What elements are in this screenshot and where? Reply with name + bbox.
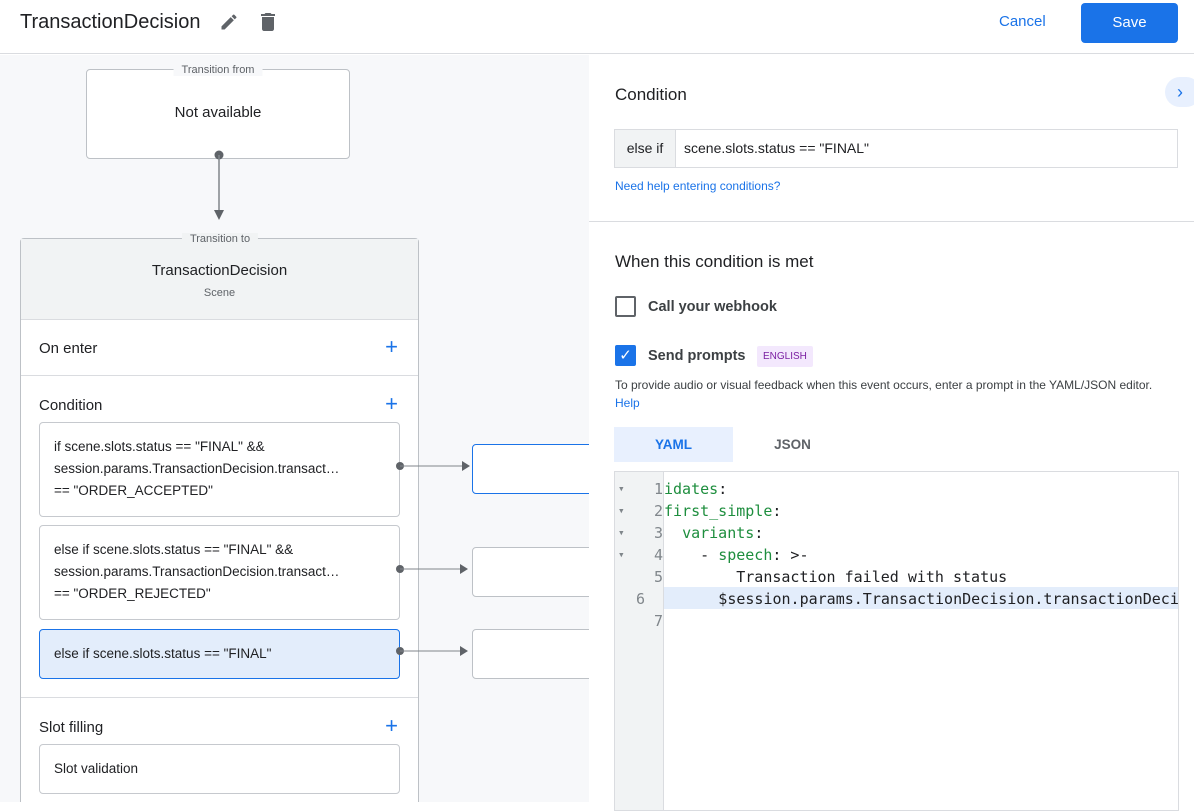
add-on-enter-icon[interactable]: +	[385, 334, 398, 359]
top-bar: TransactionDecision Cancel Save	[0, 0, 1194, 54]
code-punct: :	[754, 524, 764, 542]
active-line-highlight	[664, 587, 1178, 609]
scene-header: Transition to TransactionDecision Scene	[21, 233, 418, 320]
line-number: 1	[653, 480, 663, 498]
language-badge: ENGLISH	[757, 346, 813, 367]
condition-line: session.params.TransactionDecision.trans…	[54, 564, 340, 579]
condition-connectors	[396, 461, 470, 656]
slot-validation-label: Slot validation	[54, 761, 139, 776]
collapse-panel-icon[interactable]: ›	[1165, 77, 1194, 107]
code-line: 5 Transaction failed with status	[615, 566, 1178, 588]
cancel-button[interactable]: Cancel	[999, 13, 1046, 30]
condition-title: Condition	[615, 85, 687, 104]
condition-line: session.params.TransactionDecision.trans…	[54, 461, 340, 476]
prompt-help-text: To provide audio or visual feedback when…	[615, 378, 1153, 392]
transition-arrow	[214, 150, 224, 220]
transition-from-value: Not available	[174, 104, 262, 121]
slot-validation-item[interactable]: Slot validation	[39, 744, 400, 794]
code-line: ▾ 4 - speech: >-	[615, 544, 1178, 566]
code-key: variants	[682, 524, 755, 542]
condition-item-selected[interactable]: else if scene.slots.status == "FINAL"	[39, 629, 400, 679]
scene-name: TransactionDecision	[151, 262, 288, 279]
delete-icon[interactable]	[256, 10, 280, 34]
help-link[interactable]: Help	[615, 396, 640, 410]
on-enter-label: On enter	[39, 340, 98, 357]
code-text: $session.params.TransactionDecision.tran…	[646, 590, 1179, 608]
flow-canvas: Transition from Not available Transition…	[0, 55, 589, 802]
code-indent	[664, 524, 682, 542]
fold-icon[interactable]: ▾	[618, 526, 625, 539]
code-line: ▾ 3 variants:	[615, 522, 1178, 544]
condition-item[interactable]: if scene.slots.status == "FINAL" && sess…	[39, 422, 400, 517]
code-punct: :	[772, 502, 782, 520]
divider	[21, 375, 418, 376]
code-line: 6 $session.params.TransactionDecision.tr…	[615, 588, 1179, 610]
save-button[interactable]: Save	[1081, 3, 1178, 43]
tab-json[interactable]: JSON	[774, 437, 811, 452]
code-indent: -	[664, 546, 719, 564]
code-key: idates	[664, 480, 719, 498]
condition-label: Condition	[39, 397, 103, 414]
help-conditions-link[interactable]: Need help entering conditions?	[615, 179, 781, 193]
condition-input[interactable]: else if scene.slots.status == "FINAL"	[614, 129, 1178, 168]
prompts-checkbox[interactable]: ✓	[615, 345, 636, 366]
condition-line: if scene.slots.status == "FINAL" &&	[54, 439, 265, 454]
add-condition-icon[interactable]: +	[385, 391, 398, 416]
condition-panel: › Condition else if scene.slots.status =…	[589, 55, 1194, 811]
fold-icon[interactable]	[615, 566, 629, 588]
condition-line: == "ORDER_REJECTED"	[54, 586, 211, 601]
condition-item[interactable]: else if scene.slots.status == "FINAL" &&…	[39, 525, 400, 620]
webhook-label: Call your webhook	[648, 299, 777, 315]
fold-icon[interactable]: ▾	[618, 548, 625, 561]
code-text: Transaction failed with status	[664, 568, 1008, 586]
tab-yaml[interactable]: YAML	[614, 427, 733, 462]
editor-gutter	[615, 472, 664, 810]
condition-target-box[interactable]	[472, 629, 589, 679]
condition-prefix: else if	[615, 130, 676, 167]
prompts-label: Send prompts	[648, 348, 746, 364]
edit-icon[interactable]	[219, 12, 239, 32]
line-number: 6	[636, 590, 646, 608]
line-number: 3	[653, 524, 663, 542]
fold-icon[interactable]	[615, 610, 629, 632]
line-number: 2	[653, 502, 663, 520]
slot-filling-label: Slot filling	[39, 719, 104, 736]
divider	[21, 697, 418, 698]
code-key: first_simple	[664, 502, 773, 520]
code-key: speech	[718, 546, 773, 564]
webhook-checkbox[interactable]	[615, 296, 636, 317]
condition-target-box[interactable]	[472, 444, 589, 494]
met-title: When this condition is met	[615, 252, 814, 271]
condition-line: else if scene.slots.status == "FINAL" &&	[54, 542, 294, 557]
scene-type: Scene	[203, 287, 236, 299]
fold-icon[interactable]	[615, 588, 625, 610]
code-punct: : >-	[772, 546, 809, 564]
scene-box: Transition to TransactionDecision Scene …	[20, 233, 419, 802]
divider	[589, 221, 1194, 222]
page-title: TransactionDecision	[20, 11, 201, 33]
transition-from-box: Transition from Not available	[86, 64, 350, 159]
line-number: 4	[653, 546, 663, 564]
code-punct: :	[718, 480, 728, 498]
transition-from-legend: Transition from	[173, 64, 263, 76]
condition-line: == "ORDER_ACCEPTED"	[54, 483, 213, 498]
prompt-help: To provide audio or visual feedback when…	[615, 376, 1175, 412]
condition-target-box[interactable]	[472, 547, 589, 597]
fold-icon[interactable]: ▾	[618, 504, 625, 517]
fold-icon[interactable]: ▾	[618, 482, 625, 495]
transition-to-legend: Transition to	[181, 233, 259, 245]
line-number: 7	[653, 612, 663, 630]
condition-value[interactable]: scene.slots.status == "FINAL"	[684, 140, 870, 156]
code-line: 7	[615, 610, 1178, 632]
add-slot-icon[interactable]: +	[385, 713, 398, 738]
line-number: 5	[653, 568, 663, 586]
condition-line: else if scene.slots.status == "FINAL"	[54, 646, 272, 661]
